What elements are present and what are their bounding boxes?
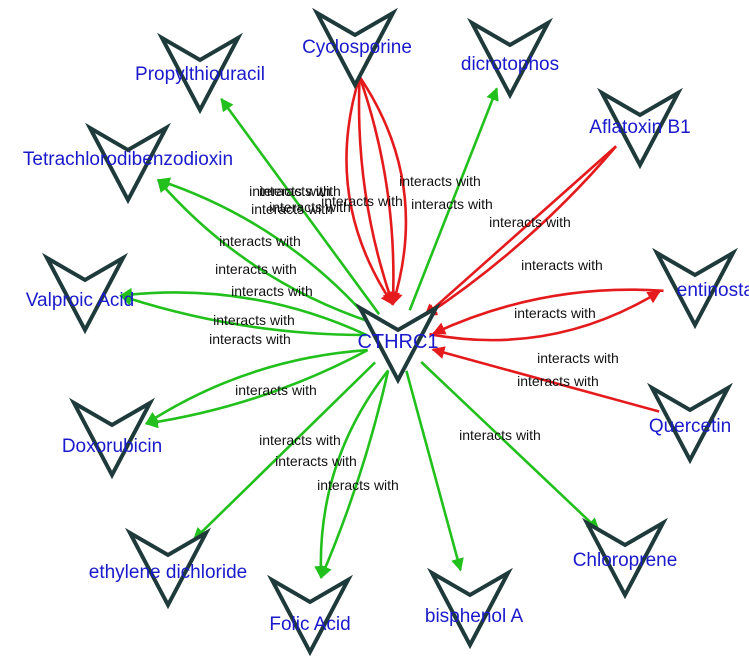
edge-label: interacts with bbox=[213, 312, 295, 328]
edge-entinostat-to-CTHRC1 bbox=[432, 288, 664, 335]
node-label: Quercetin bbox=[649, 416, 731, 437]
edge-cyclosporine-to-CTHRC1 bbox=[345, 76, 394, 306]
center-node-label: CTHRC1 bbox=[357, 331, 438, 353]
edge-cyclosporine-to-CTHRC1 bbox=[358, 76, 400, 306]
node-label: Cyclosporine bbox=[302, 37, 412, 58]
edge-CTHRC1-to-doxorubicin bbox=[144, 348, 369, 429]
node-ethylene[interactable]: ethylene dichloride bbox=[89, 527, 247, 610]
node-valproic[interactable]: Valproic Acid bbox=[26, 252, 134, 335]
edge-CTHRC1-to-propylthiouracil bbox=[220, 97, 381, 315]
node-entinostat[interactable]: entinostat bbox=[651, 247, 749, 330]
node-chevron-icon bbox=[124, 527, 212, 610]
edge-aflatoxin-to-CTHRC1 bbox=[423, 145, 617, 318]
edge-CTHRC1-to-ethylene bbox=[192, 361, 377, 541]
edge-quercetin-to-CTHRC1 bbox=[431, 346, 660, 413]
edge-CTHRC1-to-folic bbox=[319, 370, 390, 579]
node-doxorubicin[interactable]: Doxorubicin bbox=[62, 397, 162, 480]
node-chevron-icon bbox=[646, 382, 734, 465]
edge-label: interacts with bbox=[209, 331, 291, 347]
edge-label: interacts with bbox=[321, 193, 403, 209]
node-aflatoxin[interactable]: Aflatoxin B1 bbox=[589, 87, 691, 170]
edge-label: interacts with bbox=[215, 261, 297, 277]
edge-CTHRC1-to-valproic bbox=[119, 293, 367, 337]
node-dicrotophos[interactable]: dicrotophos bbox=[461, 17, 559, 100]
node-label: entinostat bbox=[677, 280, 749, 301]
node-chevron-icon bbox=[466, 17, 554, 100]
edge-label: interacts with bbox=[537, 350, 619, 366]
node-chevron-icon bbox=[68, 397, 156, 480]
node-cyclosporine[interactable]: Cyclosporine bbox=[302, 7, 412, 90]
edge-label: interacts with bbox=[317, 477, 399, 493]
edge-label: interacts with bbox=[249, 183, 331, 199]
edge-aflatoxin-to-CTHRC1 bbox=[423, 145, 618, 318]
node-label: Folic Acid bbox=[269, 614, 350, 635]
edge-label: interacts with bbox=[411, 196, 493, 212]
edge-CTHRC1-to-tcdd bbox=[156, 178, 372, 324]
edge-CTHRC1-to-tcdd bbox=[156, 177, 373, 324]
node-chevron-icon bbox=[311, 7, 399, 90]
edge-label: interacts with bbox=[517, 373, 599, 389]
node-folic[interactable]: Folic Acid bbox=[266, 574, 354, 657]
node-chloroprene[interactable]: Chloroprene bbox=[573, 517, 678, 600]
node-label: Valproic Acid bbox=[26, 290, 134, 311]
edge-label: interacts with bbox=[259, 183, 341, 199]
edge-cyclosporine-to-CTHRC1 bbox=[357, 76, 396, 306]
node-label: Doxorubicin bbox=[62, 436, 162, 457]
node-chevron-icon bbox=[426, 567, 514, 650]
edge-label: interacts with bbox=[275, 453, 357, 469]
edge-label: interacts with bbox=[459, 427, 541, 443]
node-chevron-icon bbox=[581, 517, 669, 600]
node-label: bisphenol A bbox=[425, 606, 524, 627]
edge-layer bbox=[119, 75, 664, 580]
node-chevron-icon bbox=[266, 574, 354, 657]
node-cthrc1[interactable]: CTHRC1 bbox=[354, 302, 442, 385]
edge-CTHRC1-to-valproic bbox=[119, 287, 367, 337]
edge-CTHRC1-to-dicrotophos bbox=[408, 87, 499, 311]
edge-label: interacts with bbox=[251, 201, 333, 217]
edge-CTHRC1-to-bisphenol bbox=[405, 370, 464, 572]
node-propylthiouracil[interactable]: Propylthiouracil bbox=[135, 32, 265, 115]
edge-label: interacts with bbox=[259, 432, 341, 448]
edge-label: interacts with bbox=[235, 382, 317, 398]
edge-CTHRC1-to-folic bbox=[314, 369, 390, 580]
edge-label: interacts with bbox=[514, 305, 596, 321]
edge-label: interacts with bbox=[231, 283, 313, 299]
center-node-chevron-icon bbox=[354, 302, 442, 385]
edge-CTHRC1-to-entinostat bbox=[429, 290, 661, 342]
edge-CTHRC1-to-doxorubicin bbox=[145, 348, 368, 425]
node-label: Chloroprene bbox=[573, 550, 678, 571]
node-label: Propylthiouracil bbox=[135, 64, 265, 85]
node-label: Tetrachlorodibenzodioxin bbox=[23, 149, 233, 170]
edge-label: interacts with bbox=[489, 214, 571, 230]
edge-label: interacts with bbox=[399, 173, 481, 189]
node-chevron-icon bbox=[651, 247, 739, 330]
node-chevron-icon bbox=[596, 87, 684, 170]
node-label: Aflatoxin B1 bbox=[589, 117, 690, 138]
node-layer: Cyclosporine dicrotophos PropylthiouracilA… bbox=[23, 7, 749, 657]
node-tcdd[interactable]: Tetrachlorodibenzodioxin bbox=[23, 122, 233, 205]
edge-label: interacts with bbox=[521, 257, 603, 273]
node-chevron-icon bbox=[84, 122, 172, 205]
node-chevron-icon bbox=[156, 32, 244, 115]
node-chevron-icon bbox=[41, 252, 129, 335]
node-quercetin[interactable]: Quercetin bbox=[646, 382, 734, 465]
edge-cyclosporine-to-CTHRC1 bbox=[358, 75, 408, 306]
node-label: ethylene dichloride bbox=[89, 562, 247, 583]
node-label: dicrotophos bbox=[461, 54, 559, 75]
edge-CTHRC1-to-chloroprene bbox=[420, 361, 600, 532]
node-bisphenol[interactable]: bisphenol A bbox=[425, 567, 524, 650]
edge-label: interacts with bbox=[219, 233, 301, 249]
edge-label: interacts with bbox=[269, 199, 351, 215]
